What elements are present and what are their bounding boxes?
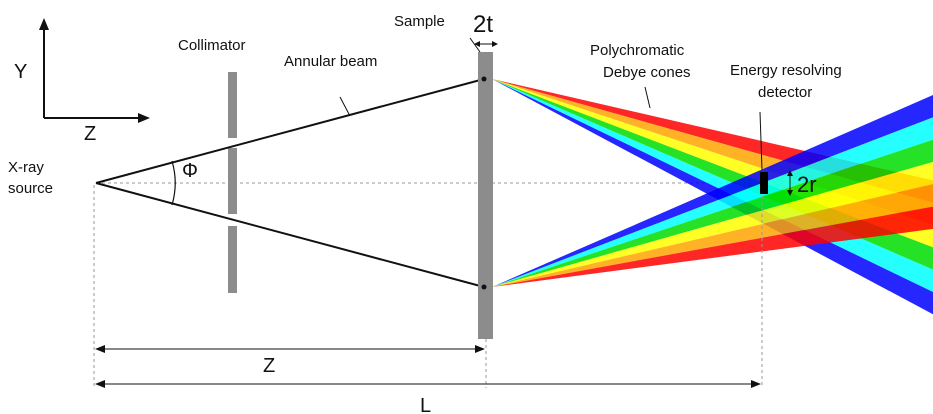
detector-size-label: 2r xyxy=(797,172,817,197)
lower-scatter-point xyxy=(481,284,487,290)
cones-label-line1: Polychromatic xyxy=(590,42,685,59)
detector-size-marker: 2r xyxy=(787,170,817,197)
cones-label-line2: Debye cones xyxy=(603,64,691,81)
detector-label-line1: Energy resolving xyxy=(730,62,842,79)
lower-cone-band-2 xyxy=(492,139,933,287)
collimator-label: Collimator xyxy=(178,37,246,54)
source-label-line1: X-ray xyxy=(8,159,44,176)
collimator-middle-plate xyxy=(228,148,237,214)
annular-beam-leader xyxy=(339,96,351,117)
beam-upper-ray xyxy=(95,78,485,184)
energy-resolving-detector xyxy=(760,172,768,194)
lower-cone-band-3 xyxy=(492,161,933,287)
axis-z-label: Z xyxy=(84,123,96,145)
collimator-upper-plate xyxy=(228,72,237,138)
detector-leader xyxy=(759,111,763,171)
beam-lower-ray xyxy=(95,182,485,288)
z-axis-arrowhead xyxy=(138,113,150,123)
annular-beam xyxy=(95,78,485,288)
lower-cone-band-5 xyxy=(492,206,933,287)
detector-size-arrowhead-bottom xyxy=(787,190,793,196)
annular-beam-label: Annular beam xyxy=(284,53,377,70)
thickness-arrowhead-right xyxy=(492,41,498,47)
sample-label: Sample xyxy=(394,13,445,30)
sample-plate xyxy=(478,52,493,339)
coordinate-axes: Y Z xyxy=(14,18,150,145)
dimension-z-arrowhead-right xyxy=(475,345,485,353)
source-label-line2: source xyxy=(8,180,53,197)
collimator-lower-plate xyxy=(228,226,237,293)
dimension-z: Z xyxy=(95,345,485,377)
dimension-l-arrowhead-right xyxy=(751,380,761,388)
dimension-z-label: Z xyxy=(263,355,275,377)
axis-y-label: Y xyxy=(14,61,27,83)
lower-cone-band-1 xyxy=(492,117,933,287)
collimator xyxy=(228,72,237,293)
upper-scatter-point xyxy=(481,76,487,82)
dimension-z-arrowhead-left xyxy=(95,345,105,353)
thickness-arrowhead-left xyxy=(474,41,480,47)
cones-leader xyxy=(644,86,651,109)
debye-cones xyxy=(492,79,933,315)
sample-leader xyxy=(469,37,481,53)
dimension-l-label: L xyxy=(420,395,431,414)
detector-size-arrowhead-top xyxy=(787,170,793,176)
angle-arc xyxy=(171,160,176,206)
y-axis-arrowhead xyxy=(39,18,49,30)
angle-phi-label: Φ xyxy=(182,160,198,182)
detector-label-line2: detector xyxy=(758,84,812,101)
lower-cone-band-4 xyxy=(492,184,933,287)
dimension-l: L xyxy=(95,380,761,414)
thickness-marker: 2t xyxy=(473,11,498,47)
dimension-l-arrowhead-left xyxy=(95,380,105,388)
thickness-label: 2t xyxy=(473,11,493,38)
lower-cone-band-0 xyxy=(492,95,933,287)
